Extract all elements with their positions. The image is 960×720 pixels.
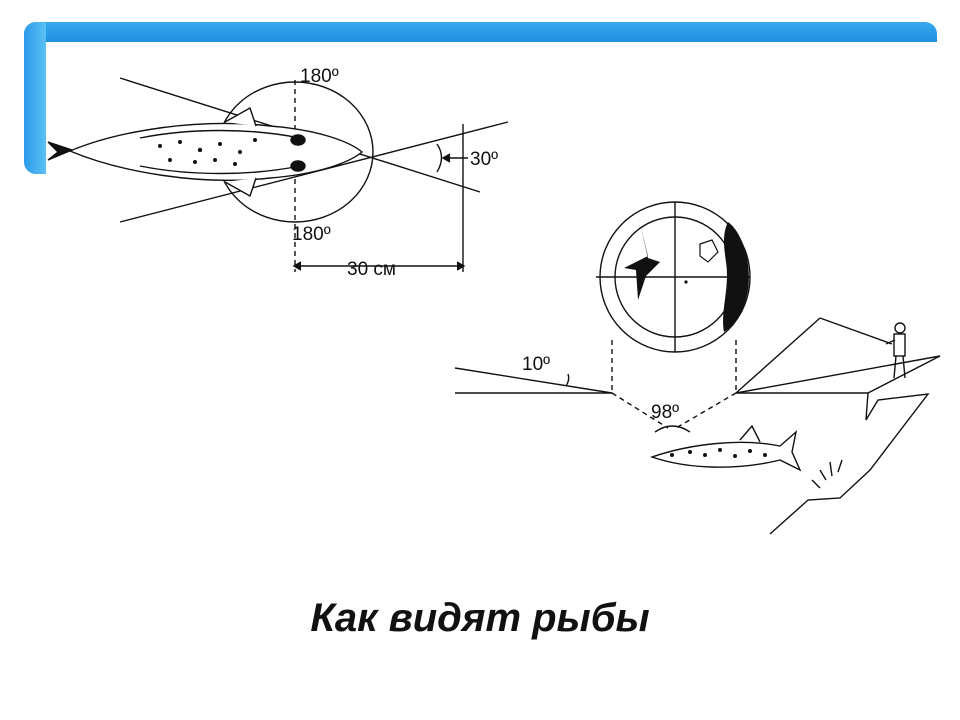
shore-in-window [723,222,749,332]
window-cone-left [611,392,669,429]
angle-arc-30 [436,143,443,173]
label-angle-surface: 10º [522,354,550,375]
label-angle-bottom: 180º [292,224,331,245]
fish-top-view [47,106,364,198]
slide-title: Как видят рыбы [310,596,650,640]
sight-line-10-right [735,317,821,394]
label-distance: 30 см [347,259,396,280]
bird-silhouette [624,224,660,300]
fishing-rod [819,317,893,345]
label-angle-top: 180º [300,66,339,87]
sight-line-10-left [454,367,613,394]
slide-frame-top-bar [24,22,937,42]
underwater-figure [454,201,941,535]
window-cone-right [675,392,737,429]
label-angle-window: 98º [651,402,679,423]
pike-fish [649,424,802,472]
label-angle-side: 30º [470,149,498,170]
fisherman-icon [885,322,906,379]
slide-frame-left-bar [24,22,46,174]
